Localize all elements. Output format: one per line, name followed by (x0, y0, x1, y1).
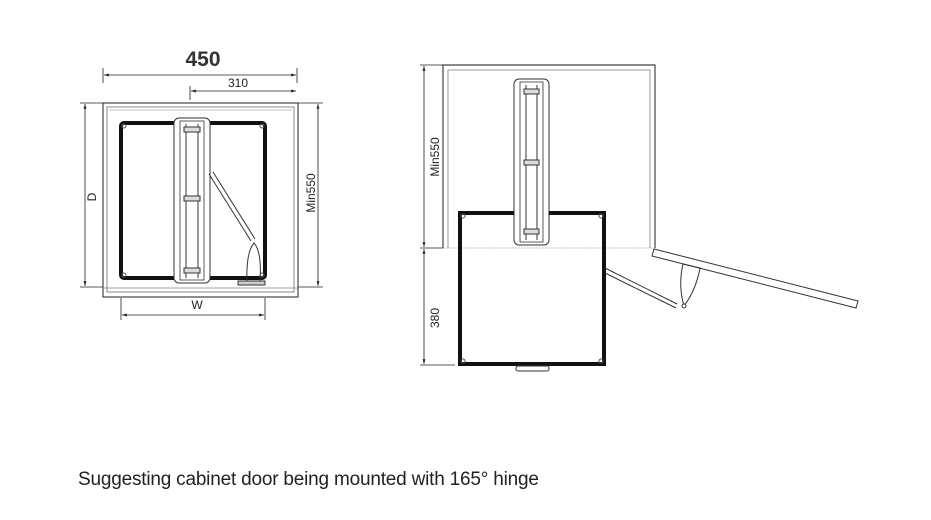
dimension-w: W (191, 298, 203, 312)
dimension-450: 450 (185, 48, 220, 71)
center-rail-open (513, 78, 550, 246)
dimension-310: 310 (228, 76, 248, 90)
hinge-arm (604, 263, 701, 309)
door-linkage-arm (208, 171, 266, 286)
dimension-380: 380 (428, 308, 442, 328)
center-rail (173, 117, 211, 284)
top-view-closed: 450 310 (80, 48, 323, 320)
caption: Suggesting cabinet door being mounted wi… (78, 469, 539, 490)
cabinet-outline-open (442, 64, 656, 248)
top-view-open: Min550 380 (420, 64, 859, 372)
dimension-line-d (80, 102, 103, 288)
dimension-line-w (120, 298, 266, 320)
dimension-min550-right: Min550 (428, 137, 442, 177)
basket-pulled-out (458, 211, 606, 366)
cabinet-door-open (651, 248, 859, 309)
cabinet-outline (102, 102, 299, 298)
basket-handle (515, 365, 550, 372)
dimension-line-min550-left (298, 102, 323, 288)
dimension-d: D (85, 192, 99, 201)
dimension-line-min550-right (420, 64, 455, 366)
dimension-line-310 (189, 86, 296, 100)
dimension-line-450 (102, 68, 298, 83)
dimension-min550-left: Min550 (304, 173, 318, 213)
